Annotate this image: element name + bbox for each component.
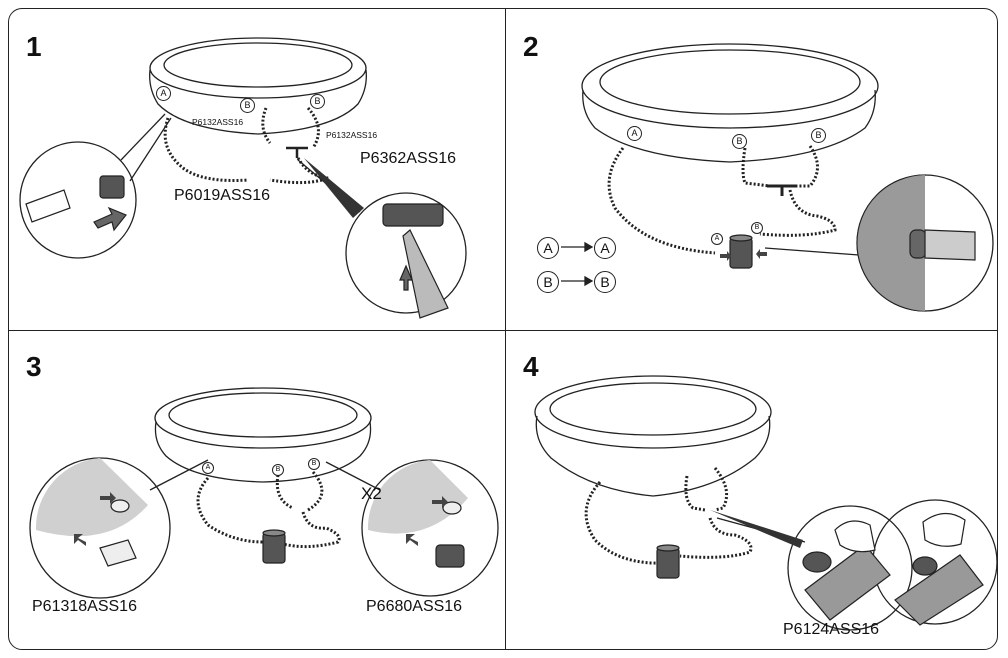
clamp-left — [802, 551, 832, 573]
t-connector — [286, 146, 308, 158]
hose-b-left — [684, 475, 706, 512]
step-3-panel: 3 A — [8, 330, 505, 650]
arrow-b-into-pump — [756, 249, 767, 259]
marker-b-right: B — [811, 128, 826, 143]
hand-left — [834, 520, 876, 553]
arrow-insert-left — [100, 492, 116, 504]
hose-label: P6019ASS16 — [174, 187, 271, 204]
hose-b-right — [307, 471, 324, 512]
strainer-cap-right — [435, 544, 465, 568]
connector-label: P6362ASS16 — [360, 150, 457, 167]
legend-a-from: A — [537, 237, 559, 259]
marker-b-left: B — [240, 98, 255, 113]
inlet-fitting — [110, 499, 130, 513]
hose-b-left — [261, 107, 272, 144]
marker-a: A — [202, 462, 214, 474]
panel-divider-vertical — [505, 8, 506, 650]
step-1-number: 1 — [26, 31, 42, 62]
hose-a — [607, 147, 716, 255]
pool-wall — [149, 69, 367, 135]
legend-a-to: A — [594, 237, 616, 259]
pool-top-inner — [168, 392, 358, 438]
pool-wall — [154, 421, 372, 483]
arrow-cap-right — [406, 534, 418, 546]
marker-a: A — [627, 126, 642, 141]
clamp-right — [912, 556, 938, 576]
hose-closeup — [924, 229, 976, 261]
zoom-circle-right — [345, 192, 467, 314]
hose-a — [196, 476, 264, 544]
pool-top-ring — [581, 43, 879, 129]
strainer-right-label: P6132ASS16 — [326, 130, 378, 140]
step-1-panel: 1 — [8, 8, 505, 330]
fitting-collar — [909, 229, 927, 259]
pump-marker-b: B — [751, 222, 763, 234]
pool-top-ring — [534, 375, 772, 449]
filter-pump — [262, 532, 286, 564]
pool-top-inner — [163, 42, 353, 88]
pool-top-ring — [154, 387, 372, 449]
hand-right — [922, 512, 966, 547]
legend-b-from: B — [537, 271, 559, 293]
connector-body — [382, 203, 444, 227]
marker-b-left: B — [732, 134, 747, 149]
step-3-number: 3 — [26, 351, 42, 382]
pump-marker-a: A — [711, 233, 723, 245]
insert-arrow — [93, 206, 127, 232]
marker-b-left: B — [272, 464, 284, 476]
hose-connector-lower — [679, 517, 753, 559]
hose-a — [584, 481, 666, 565]
right-part-label: P6680ASS16 — [366, 598, 463, 615]
hose-b-left — [741, 147, 771, 188]
hose-closeup-right — [894, 554, 984, 626]
hose-connector-lower — [759, 189, 837, 237]
step-2-number: 2 — [523, 31, 539, 62]
sleeve — [99, 175, 125, 199]
pool-top-ring — [149, 37, 367, 99]
legend-b-to: B — [594, 271, 616, 293]
zoom-wedge-right — [304, 158, 364, 218]
marker-b-right: B — [308, 458, 320, 470]
filter-pump — [656, 547, 680, 579]
left-part-label: P61318ASS16 — [32, 598, 137, 615]
clamp-label: P6124ASS16 — [783, 621, 880, 638]
step-4-illustration — [534, 375, 998, 631]
strainer-cap-left — [99, 539, 137, 567]
up-arrow — [399, 264, 413, 291]
hose-segment — [402, 229, 449, 319]
hose-b-right — [306, 106, 320, 149]
marker-a: A — [156, 86, 171, 101]
arrow-cap-left — [74, 534, 86, 546]
hose-b-right — [713, 467, 729, 512]
step-4-panel: 4 P6124ASS16 — [505, 330, 998, 650]
pool-top-inner — [599, 49, 861, 115]
panel-divider-horizontal — [8, 330, 998, 331]
filter-pump — [729, 237, 753, 269]
arrow-a-into-pump — [720, 251, 731, 261]
zoom-circle-left — [19, 141, 137, 259]
hose-closeup-left — [804, 544, 891, 621]
zoom-circle-left — [787, 505, 913, 631]
hose-b-right — [795, 145, 819, 188]
t-connector — [767, 184, 797, 196]
pool-top-inner — [549, 382, 757, 436]
inlet-fitting-right — [442, 501, 462, 515]
arrow-insert-right — [432, 496, 448, 508]
strainer-left-label: P6132ASS16 — [192, 117, 244, 127]
step-4-number: 4 — [523, 351, 539, 382]
hose-a — [163, 117, 249, 182]
diagram-frame — [8, 8, 998, 650]
marker-b-right: B — [310, 94, 325, 109]
pipe-end — [25, 189, 71, 223]
hose-connector-lower — [282, 511, 341, 549]
step-1-illustration — [19, 37, 467, 319]
pool-wall — [582, 89, 876, 163]
step-3-illustration — [29, 387, 499, 599]
pool-wall — [535, 415, 771, 497]
hose-b-left — [275, 474, 294, 510]
step-2-panel: 2 — [505, 8, 998, 330]
quantity-label: X2 — [361, 484, 382, 503]
step-2-illustration — [561, 43, 994, 312]
